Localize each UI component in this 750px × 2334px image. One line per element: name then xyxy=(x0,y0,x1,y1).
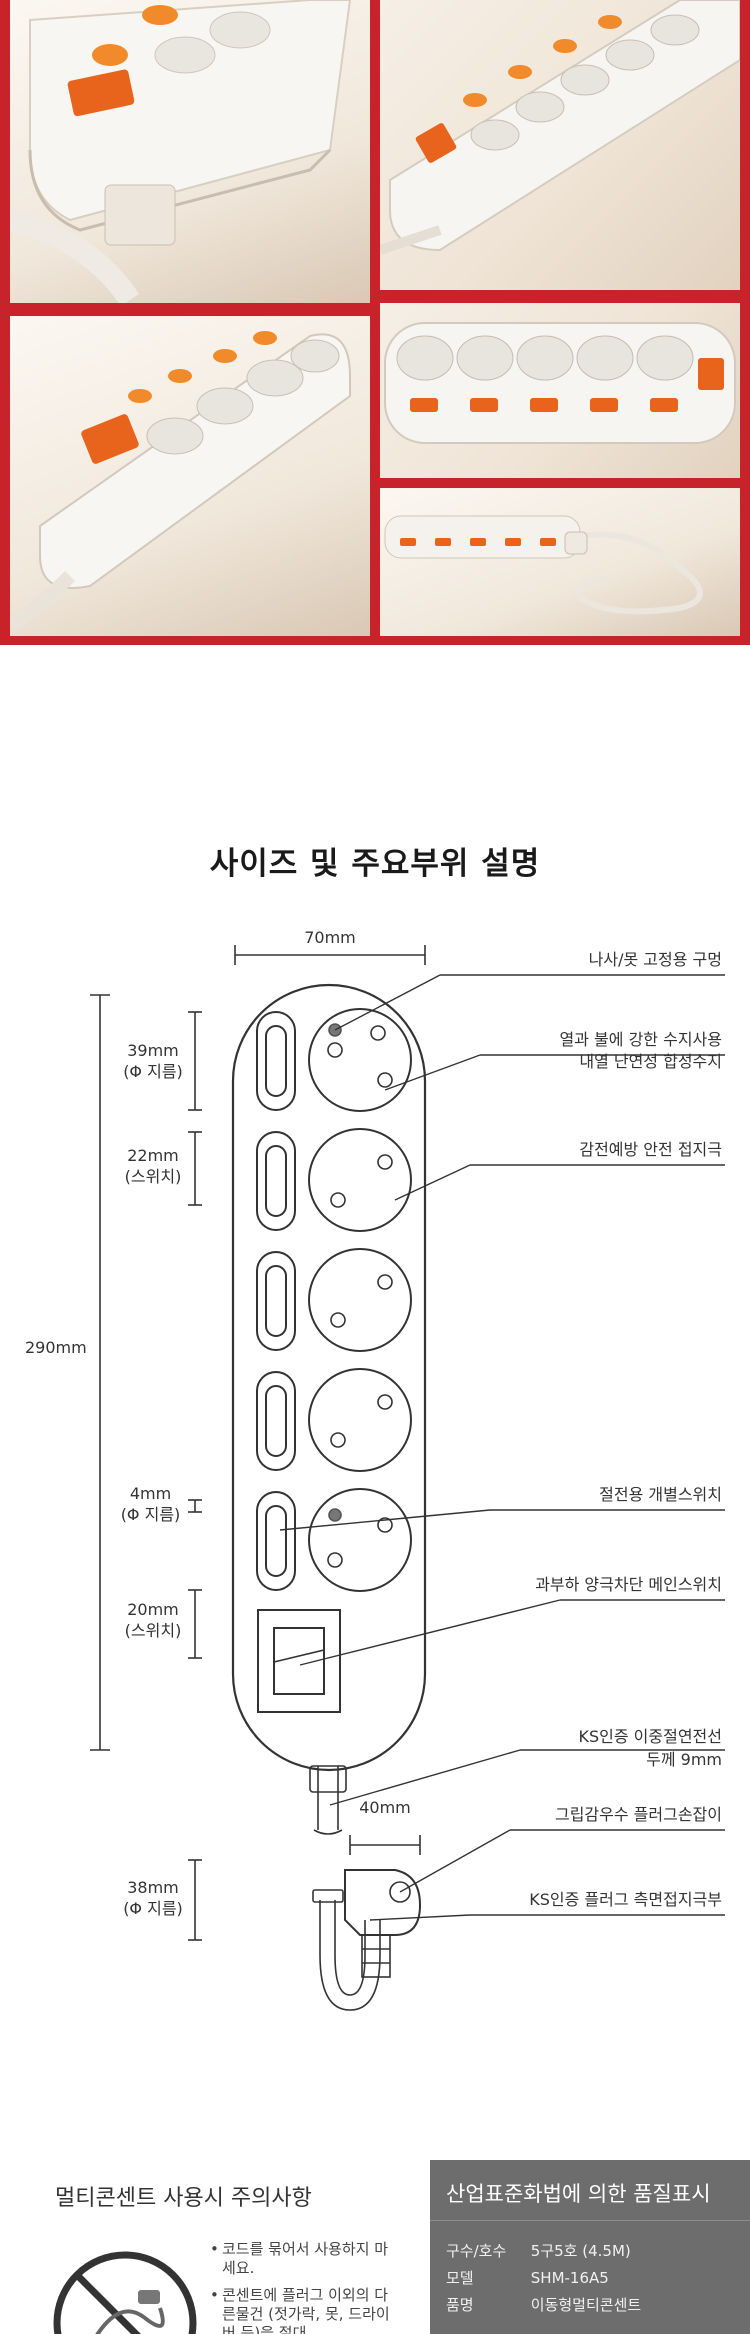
power-strip-illustration xyxy=(380,0,740,255)
dim-led-note: (Φ 지름) xyxy=(120,1505,181,1524)
quality-row: 모델 SHM-16A5 xyxy=(446,2267,609,2288)
callout-plug-ground: KS인증 플러그 측면접지극부 xyxy=(529,1890,722,1909)
callout-screw-hole: 나사/못 고정용 구멍 xyxy=(588,950,722,969)
divider xyxy=(430,2220,750,2221)
power-strip-line-drawing xyxy=(90,945,725,2011)
dim-socket-label: 39mm xyxy=(127,1041,179,1060)
dim-switch-label: 22mm xyxy=(127,1146,179,1165)
quality-value: 5구5호 (4.5M) xyxy=(530,2242,631,2260)
quality-row: 품명 이동형멀티콘센트 xyxy=(446,2294,641,2315)
quality-key: 모델 xyxy=(446,2269,474,2287)
photo-with-cable xyxy=(380,488,740,636)
dim-plug-dia-label: 38mm xyxy=(127,1878,179,1897)
quality-value: SHM-16A5 xyxy=(530,2269,609,2287)
photo-angle-view xyxy=(380,0,740,290)
dim-main-switch-label: 20mm xyxy=(127,1600,179,1619)
size-diagram: 70mm 290mm 39mm (Φ 지름) 22mm (스위치) 4mm (Φ… xyxy=(0,900,750,2050)
product-photo-collage xyxy=(0,0,750,645)
dim-main-switch-note: (스위치) xyxy=(124,1621,182,1640)
quality-value: 이동형멀티콘센트 xyxy=(530,2296,642,2314)
quality-key: 구수/호수 xyxy=(446,2242,507,2260)
dim-socket-note: (Φ 지름) xyxy=(123,1062,183,1081)
quality-label-panel: 산업표준화법에 의한 품질표시 구수/호수 5구5호 (4.5M) 모델 SHM… xyxy=(430,2160,750,2334)
quality-row: 구수/호수 5구5호 (4.5M) xyxy=(446,2240,631,2261)
dim-width-label: 70mm xyxy=(304,928,356,947)
callout-resin-line1: 열과 불에 강한 수지사용 xyxy=(559,1030,722,1049)
callout-cable-line1: KS인증 이중절연전선 xyxy=(578,1727,723,1746)
callout-grip: 그립감우수 플러그손잡이 xyxy=(554,1805,722,1824)
callout-cable-line2: 두께 9mm xyxy=(646,1750,722,1769)
power-strip-illustration xyxy=(384,515,703,615)
callout-resin-line2: 내열 난연성 합성수지 xyxy=(579,1052,722,1071)
dim-led-label: 4mm xyxy=(129,1484,172,1503)
quality-key: 품명 xyxy=(446,2296,474,2314)
photo-top-view xyxy=(10,316,370,636)
section-title: 사이즈 및 주요부위 설명 xyxy=(209,846,541,882)
photo-front-view xyxy=(380,303,740,478)
callout-individual-switch: 절전용 개별스위치 xyxy=(599,1485,722,1504)
no-tied-cord-icon xyxy=(50,2228,200,2334)
callout-main-switch: 과부하 양극차단 메인스위치 xyxy=(535,1575,722,1594)
dim-switch-note: (스위치) xyxy=(124,1167,182,1186)
caution-item: 콘센트에 플러그 이외의 다른물건 (젓가락, 못, 드라이버 등)을 절대 xyxy=(210,2286,400,2334)
caution-list: 코드를 묶어서 사용하지 마세요. 콘센트에 플러그 이외의 다른물건 (젓가락… xyxy=(210,2240,400,2334)
caution-item: 코드를 묶어서 사용하지 마세요. xyxy=(210,2240,400,2278)
power-strip-illustration xyxy=(10,331,351,632)
power-strip-illustration xyxy=(384,322,736,444)
power-strip-illustration xyxy=(10,0,352,303)
photo-closeup-switches xyxy=(10,0,370,303)
quality-title: 산업표준화법에 의한 품질표시 xyxy=(446,2182,711,2206)
caution-title: 멀티콘센트 사용시 주의사항 xyxy=(55,2186,312,2211)
dim-plug-width-label: 40mm xyxy=(359,1798,411,1817)
dim-length-label: 290mm xyxy=(25,1338,87,1357)
callout-ground: 감전예방 안전 접지극 xyxy=(579,1140,722,1159)
dim-plug-dia-note: (Φ 지름) xyxy=(123,1899,183,1918)
